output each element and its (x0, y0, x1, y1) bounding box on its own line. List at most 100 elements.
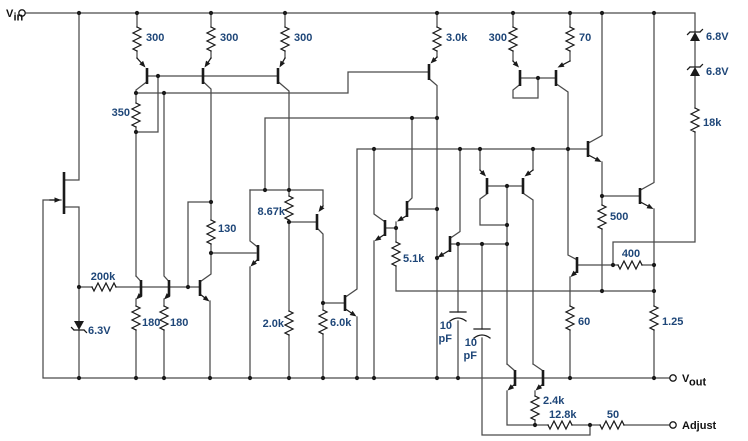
junction-dot (504, 222, 510, 228)
junction-dot (133, 129, 139, 135)
emitter-arrow (524, 170, 532, 177)
junction-dot (371, 146, 377, 152)
resistor-symbol (648, 305, 660, 331)
junction-dot (510, 10, 516, 16)
emitter-arrow (437, 251, 445, 258)
emitter-arrow (136, 293, 143, 300)
wire (24, 12, 696, 33)
label-r128k: 12.8k (549, 409, 577, 421)
resistor-symbol (279, 26, 291, 52)
zener-diode-symbol (74, 321, 84, 330)
resistor-symbol (158, 305, 170, 331)
capacitor-plate-curved (473, 334, 491, 339)
terminal-label-vin_main: V (6, 8, 14, 20)
junction-dot (76, 10, 82, 16)
label-r18k: 18k (703, 117, 722, 129)
resistor-symbol (390, 241, 402, 267)
junction-dot (286, 375, 292, 381)
junction-dot (530, 146, 536, 152)
junction-dot (282, 10, 288, 16)
resistor-symbol (283, 310, 295, 336)
label-r867k: 8.67k (257, 206, 285, 218)
junction-dot (599, 193, 605, 199)
resistor-symbol (130, 305, 142, 331)
terminal-circle (18, 9, 26, 17)
emitter-arrow (507, 384, 515, 391)
wire (264, 117, 438, 191)
junction-dot (532, 422, 538, 428)
wire (449, 148, 508, 245)
label-z68a: 6.8V (706, 31, 729, 43)
label-r300d: 300 (489, 32, 507, 44)
junction-dot (434, 375, 440, 381)
junction-dot (371, 375, 377, 381)
junction-dot (207, 375, 213, 381)
label-r51k: 5.1k (403, 253, 425, 265)
resistor-symbol (564, 305, 576, 331)
emitter-arrow (279, 60, 286, 68)
wires (24, 12, 696, 436)
label-r400: 400 (622, 248, 640, 260)
terminal-circle (669, 374, 677, 382)
emitter-arrow (250, 260, 257, 267)
junction-dot (599, 10, 605, 16)
label-r125: 1.25 (662, 316, 683, 328)
terminal-label-vout_main: V (682, 373, 690, 385)
label-r300b: 300 (220, 32, 238, 44)
wire (249, 189, 258, 379)
junction-dot (354, 375, 360, 381)
label-r180b: 180 (170, 317, 188, 329)
label-r300c: 300 (294, 32, 312, 44)
resistor-symbol (131, 26, 143, 52)
emitter-arrow (430, 57, 437, 64)
terminal-label-adjust: Adjust (682, 420, 717, 432)
emitter-arrow (349, 310, 357, 317)
junction-dot (434, 115, 440, 121)
emitter-arrow (202, 295, 210, 302)
resistor-symbol (130, 102, 142, 128)
resistor-symbol (596, 204, 608, 230)
emitter-arrow (318, 205, 325, 212)
junction-dot (567, 10, 573, 16)
emitter-arrow (535, 384, 543, 391)
wire (506, 363, 544, 426)
junction-dot (286, 187, 292, 193)
wire (428, 12, 438, 379)
junction-dot (134, 10, 140, 16)
label-c2_unit: pF (464, 350, 478, 362)
junction-dot (133, 375, 139, 381)
junction-dot (208, 10, 214, 16)
label-c1_unit: pF (439, 333, 453, 345)
junction-dot (393, 225, 399, 231)
label-r350: 350 (112, 107, 130, 119)
label-z63: 6.3V (88, 325, 111, 337)
wire (395, 117, 655, 292)
junction-dot (434, 255, 440, 261)
resistor-symbol (529, 395, 541, 421)
resistor-symbol (617, 259, 643, 271)
label-r500: 500 (610, 211, 628, 223)
zener-diode-symbol (690, 32, 700, 41)
junction-dot (651, 262, 657, 268)
junction-dot (610, 262, 616, 268)
label-r60: 60 (578, 316, 590, 328)
label-r130: 130 (218, 223, 236, 235)
junction-dot (320, 300, 326, 306)
label-z68b: 6.8V (706, 66, 729, 78)
label-c2_value: 10 (465, 337, 477, 349)
wire (567, 12, 603, 292)
junction-dot (651, 375, 657, 381)
junction-dot (155, 73, 161, 79)
junction-dot (76, 284, 82, 290)
junction-dot (455, 375, 461, 381)
wire (601, 12, 655, 379)
resistor-symbol (283, 195, 295, 221)
junction-dot (185, 284, 191, 290)
junction-dot (161, 375, 167, 381)
wire (199, 252, 212, 379)
junction-dot (477, 146, 483, 152)
resistor-symbol (547, 419, 573, 431)
junction-dot (208, 250, 214, 256)
